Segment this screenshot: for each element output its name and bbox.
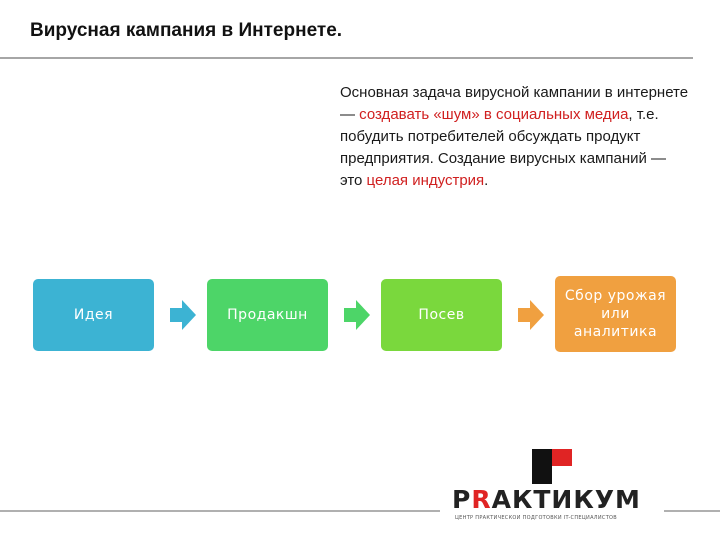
praktikum-logo-mark-icon	[532, 449, 572, 484]
footer-divider	[0, 510, 440, 512]
slide-title: Вирусная кампания в Интернете.	[30, 20, 343, 41]
flow-step-idea: Идея	[33, 279, 154, 351]
logo-letter: P	[452, 485, 472, 514]
body-highlight-industry: целая индустрия	[366, 172, 485, 189]
flow-step-label: Продакшн	[227, 307, 308, 323]
arrow-right-icon	[344, 300, 370, 330]
body-text-part-2: , т.е. побудить потребителей обсуждать п…	[340, 106, 667, 189]
logo-subtitle: ЦЕНТР ПРАКТИЧЕСКОЙ ПОДГОТОВКИ IT-СПЕЦИАЛ…	[455, 515, 618, 521]
praktikum-logo-wordmark: PRАКТИКУМ	[452, 485, 641, 514]
title-divider	[0, 57, 693, 59]
flow-step-label-line: аналитика	[573, 324, 658, 340]
flow-step-seeding: Посев	[381, 279, 502, 351]
footer-divider	[664, 510, 720, 512]
flow-step-label: Идея	[73, 307, 114, 323]
flow-step-label: Посев	[418, 307, 465, 323]
flow-step-analytics: Сбор урожая или аналитика	[555, 276, 676, 352]
flow-step-label-line: Сбор урожая	[564, 288, 667, 304]
flow-step-label-line: или	[601, 306, 630, 322]
body-paragraph: Основная задача вирусной кампании в инте…	[340, 82, 690, 192]
arrow-right-icon	[170, 300, 196, 330]
body-text-part-3: .	[484, 172, 489, 189]
arrow-right-icon	[518, 300, 544, 330]
logo-letters: АКТИКУМ	[491, 485, 641, 514]
body-text-part-1: Основная задача вирусной кампании в инте…	[340, 84, 689, 123]
logo-letter-accent: R	[471, 485, 492, 514]
body-highlight-noise: создавать «шум» в социальных медиа	[359, 106, 629, 123]
flow-step-production: Продакшн	[207, 279, 328, 351]
